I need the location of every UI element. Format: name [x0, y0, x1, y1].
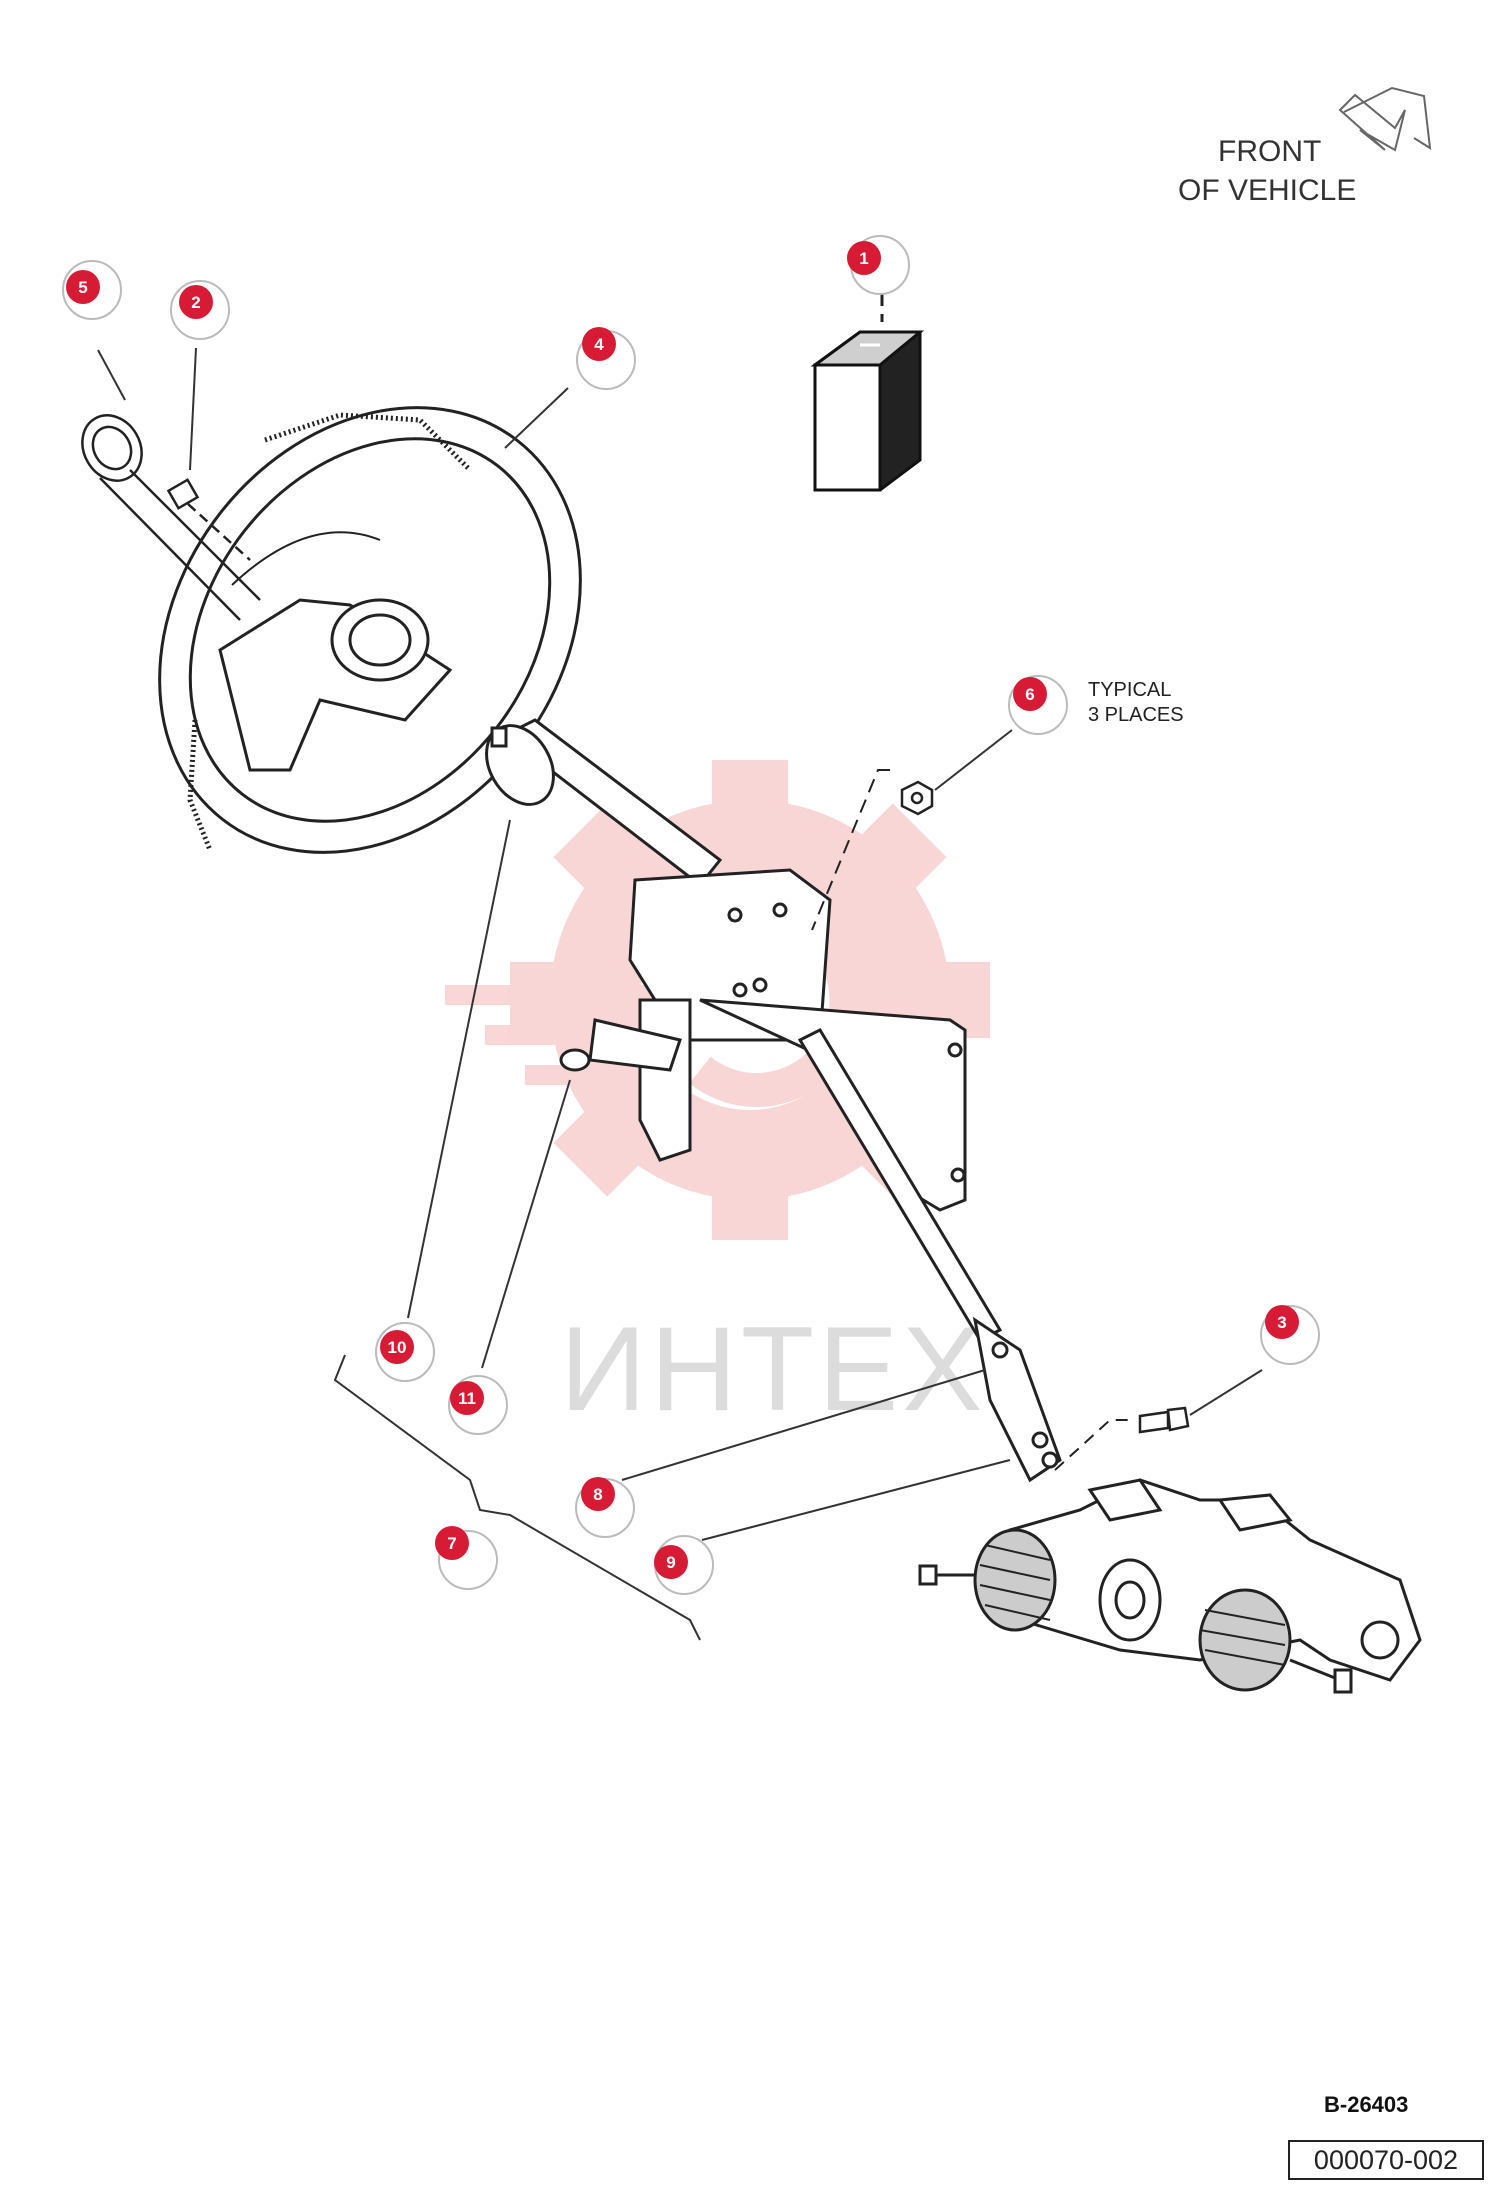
part-6-nut: [900, 780, 934, 816]
drawing-reference-code: B-26403: [1324, 2092, 1409, 2117]
intermediate-shaft: [797, 1028, 1062, 1483]
callout-2[interactable]: 2: [170, 280, 230, 340]
callout-8-label: 8: [593, 1485, 602, 1504]
typical-note-line2: 3 PLACES: [1088, 704, 1184, 726]
steering-column: [485, 718, 967, 1212]
callout-4[interactable]: 4: [576, 327, 636, 390]
callout-2-label: 2: [191, 293, 200, 312]
typical-note-line1: TYPICAL: [1088, 679, 1171, 701]
callout-7-label: 7: [447, 1534, 456, 1553]
watermark-text: ИНТЕХ: [560, 1302, 986, 1436]
callout-3[interactable]: 3: [1260, 1305, 1320, 1365]
callout-1-label: 1: [859, 249, 868, 268]
callout-5[interactable]: 5: [62, 260, 122, 320]
callout-10[interactable]: 10: [375, 1322, 435, 1382]
part-number-box: 000070-002: [1288, 2140, 1484, 2180]
part-3-bolt: [1138, 1406, 1190, 1434]
callout-11-label: 11: [458, 1389, 476, 1408]
part-5-hub-plate: [81, 414, 261, 621]
callout-8[interactable]: 8: [575, 1477, 635, 1538]
steering-rack: [918, 1478, 1422, 1694]
front-label-line2: OF VEHICLE: [1178, 174, 1356, 207]
part-2-bolt: [166, 478, 251, 561]
callout-1[interactable]: 1: [847, 235, 910, 295]
callout-9-label: 9: [666, 1553, 675, 1572]
callout-4-label: 4: [594, 335, 604, 354]
front-label-line1: FRONT: [1218, 135, 1321, 168]
callout-5-label: 5: [78, 278, 87, 297]
callout-3-label: 3: [1277, 1313, 1286, 1332]
callout-9[interactable]: 9: [654, 1535, 714, 1595]
callout-6-label: 6: [1025, 685, 1034, 704]
part-1-box: [810, 330, 925, 492]
callout-10-label: 10: [388, 1338, 407, 1357]
callout-7[interactable]: 7: [435, 1526, 498, 1590]
part-4-steering-wheel: [158, 406, 582, 854]
callout-6[interactable]: 6: [1008, 675, 1068, 735]
callout-11[interactable]: 11: [448, 1375, 508, 1435]
front-arrow-icon: [1338, 86, 1432, 152]
leader-lines: [97, 347, 1263, 1541]
